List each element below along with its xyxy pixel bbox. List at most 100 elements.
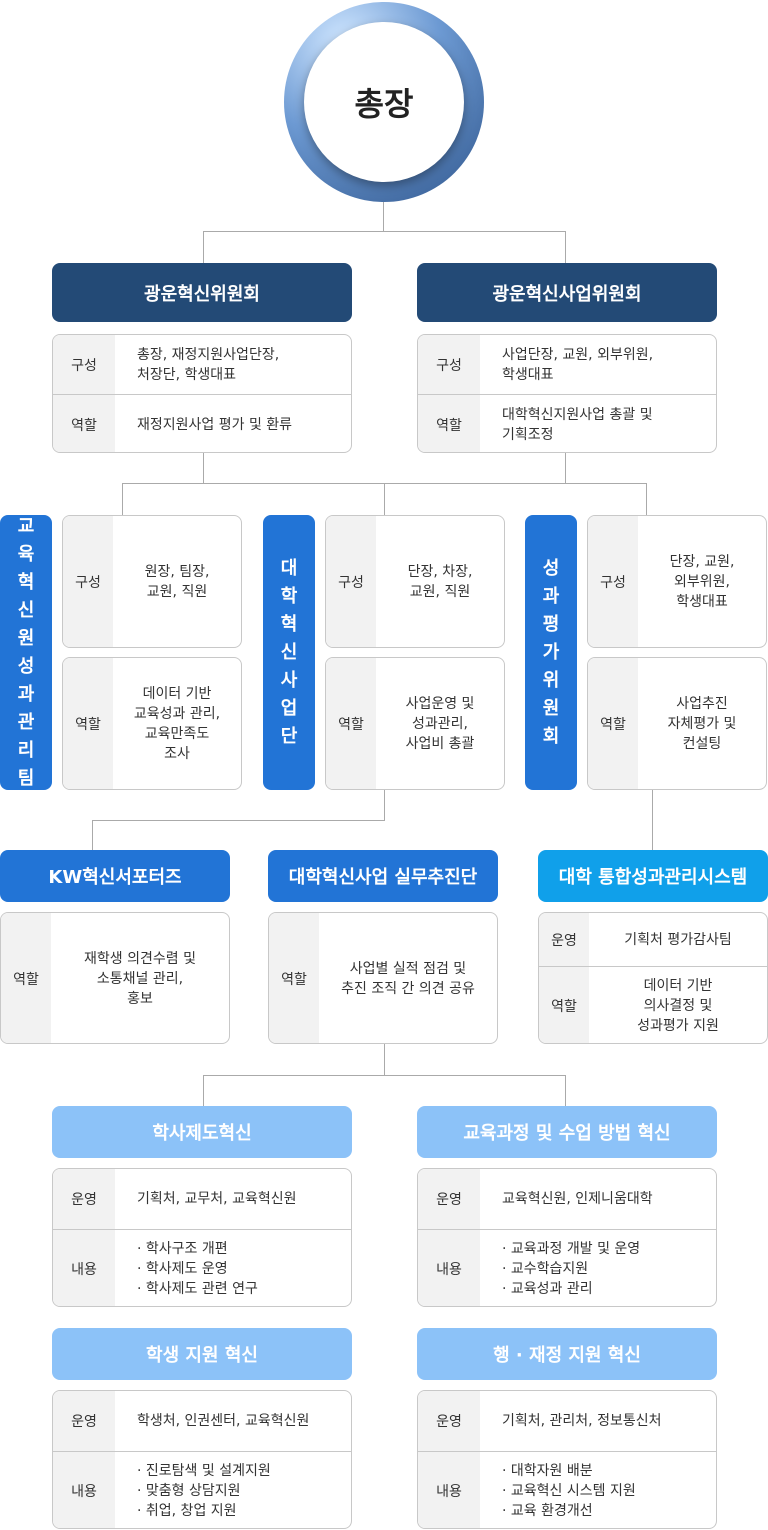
info-table: 역할 사업운영 및 성과관리, 사업비 총괄 (325, 657, 505, 790)
row-label: 내용 (53, 1452, 115, 1528)
connector-line (203, 231, 204, 263)
row-label: 내용 (418, 1452, 480, 1528)
info-row: 운영 학생처, 인권센터, 교육혁신원 (53, 1391, 351, 1451)
row-label: 구성 (63, 516, 113, 647)
row-value: 원장, 팀장, 교원, 직원 (144, 563, 210, 600)
row-label: 역할 (539, 967, 589, 1043)
info-row: 역할 사업운영 및 성과관리, 사업비 총괄 (326, 658, 504, 789)
area-header: 행 · 재정 지원 혁신 (417, 1328, 717, 1380)
connector-line (92, 820, 385, 821)
row-value: · 교육과정 개발 및 운영 · 교수학습지원 · 교육성과 관리 (502, 1241, 641, 1297)
connector-line (203, 1075, 204, 1106)
row-label: 역할 (588, 658, 638, 789)
info-table: 구성 원장, 팀장, 교원, 직원 (62, 515, 242, 648)
connector-line (652, 790, 653, 850)
row-value: 사업운영 및 성과관리, 사업비 총괄 (405, 695, 475, 752)
connector-line (203, 453, 204, 483)
info-row: 내용· 교육과정 개발 및 운영 · 교수학습지원 · 교육성과 관리 (418, 1229, 716, 1306)
area-header: 학사제도혁신 (52, 1106, 352, 1158)
unit-header: 성 과 평 가 위 원 회 (525, 515, 577, 790)
row-value: 기획처, 관리처, 정보통신처 (502, 1413, 662, 1429)
info-row: 역할 사업별 실적 점검 및 추진 조직 간 의견 공유 (269, 913, 497, 1043)
row-label: 운영 (53, 1391, 115, 1451)
info-row: 내용 · 진로탐색 및 설계지원 · 맞춤형 상담지원 · 취업, 창업 지원 (53, 1451, 351, 1528)
connector-line (203, 1075, 566, 1076)
row-value: 학생처, 인권센터, 교육혁신원 (137, 1413, 310, 1429)
row-label: 내용 (53, 1230, 115, 1306)
row-label: 구성 (418, 335, 480, 394)
connector-line (565, 1075, 566, 1106)
row-label: 구성 (588, 516, 638, 647)
team-header: 대학 통합성과관리시스템 (538, 850, 768, 902)
connector-line (384, 483, 385, 515)
row-label: 운영 (539, 913, 589, 966)
row-value: 데이터 기반 의사결정 및 성과평가 지원 (637, 978, 719, 1034)
row-label: 역할 (1, 913, 51, 1043)
committee-header: 광운혁신위원회 (52, 263, 352, 322)
area-header: 교육과정 및 수업 방법 혁신 (417, 1106, 717, 1158)
row-label: 역할 (269, 913, 319, 1043)
unit-header: 교 육 혁 신 원 성 과 관 리 팀 (0, 515, 52, 790)
team-header: 대학혁신사업 실무추진단 (268, 850, 498, 902)
row-value: · 진로탐색 및 설계지원 · 맞춤형 상담지원 · 취업, 창업 지원 (137, 1463, 271, 1519)
row-label: 운영 (418, 1169, 480, 1229)
row-value: 단장, 차장, 교원, 직원 (407, 563, 473, 600)
row-value: 기획처, 교무처, 교육혁신원 (137, 1191, 297, 1207)
connector-line (565, 453, 566, 483)
info-row: 구성 총장, 재정지원사업단장, 처장단, 학생대표 (53, 335, 351, 394)
info-row: 내용 · 대학자원 배분 · 교육혁신 시스템 지원 · 교육 환경개선 (418, 1451, 716, 1528)
row-value: · 대학자원 배분 · 교육혁신 시스템 지원 · 교육 환경개선 (502, 1463, 636, 1519)
info-table: 역할 사업추진 자체평가 및 컨설팅 (587, 657, 767, 790)
info-table: 구성 단장, 교원, 외부위원, 학생대표 (587, 515, 767, 648)
row-value: 사업별 실적 점검 및 추진 조직 간 의견 공유 (341, 961, 475, 997)
info-row: 내용 · 학사구조 개편 · 학사제도 운영 · 학사제도 관련 연구 (53, 1229, 351, 1306)
info-row: 구성 단장, 교원, 외부위원, 학생대표 (588, 516, 766, 647)
row-label: 역할 (326, 658, 376, 789)
info-row: 역할 데이터 기반 교육성과 관리, 교육만족도 조사 (63, 658, 241, 789)
row-label: 구성 (326, 516, 376, 647)
area-header: 학생 지원 혁신 (52, 1328, 352, 1380)
row-value: 단장, 교원, 외부위원, 학생대표 (669, 553, 735, 610)
info-row: 역할 사업추진 자체평가 및 컨설팅 (588, 658, 766, 789)
row-label: 역할 (63, 658, 113, 789)
connector-line (203, 231, 566, 232)
connector-line (384, 1044, 385, 1075)
info-row: 운영 교육혁신원, 인제니움대학 (418, 1169, 716, 1229)
row-value: · 학사구조 개편 · 학사제도 운영 · 학사제도 관련 연구 (137, 1241, 258, 1297)
info-row: 구성 원장, 팀장, 교원, 직원 (63, 516, 241, 647)
row-value: 대학혁신지원사업 총괄 및 기획조정 (502, 406, 653, 443)
connector-line (92, 820, 93, 850)
connector-line (384, 790, 385, 820)
row-value: 교육혁신원, 인제니움대학 (502, 1191, 653, 1207)
row-label: 역할 (418, 395, 480, 452)
row-value: 재정지원사업 평가 및 환류 (137, 416, 293, 433)
info-table: 역할 사업별 실적 점검 및 추진 조직 간 의견 공유 (268, 912, 498, 1044)
info-table: 역할 데이터 기반 교육성과 관리, 교육만족도 조사 (62, 657, 242, 790)
row-value: 총장, 재정지원사업단장, 처장단, 학생대표 (137, 346, 280, 383)
info-row: 역할 대학혁신지원사업 총괄 및 기획조정 (418, 394, 716, 452)
row-value: 데이터 기반 교육성과 관리, 교육만족도 조사 (133, 685, 221, 762)
committee-header: 광운혁신사업위원회 (417, 263, 717, 322)
info-row: 구성 단장, 차장, 교원, 직원 (326, 516, 504, 647)
president-node: 총장 (304, 22, 464, 182)
row-label: 운영 (53, 1169, 115, 1229)
row-value: 기획처 평가감사팀 (624, 931, 732, 948)
connector-line (565, 231, 566, 263)
row-label: 역할 (53, 395, 115, 452)
row-value: 사업추진 자체평가 및 컨설팅 (667, 695, 737, 752)
row-value: 사업단장, 교원, 외부위원, 학생대표 (502, 346, 654, 383)
info-row: 역할 재정지원사업 평가 및 환류 (53, 394, 351, 452)
row-label: 운영 (418, 1391, 480, 1451)
row-label: 구성 (53, 335, 115, 394)
connector-line (122, 483, 123, 515)
info-table: 구성 단장, 차장, 교원, 직원 (325, 515, 505, 648)
team-header: KW혁신서포터즈 (0, 850, 230, 902)
